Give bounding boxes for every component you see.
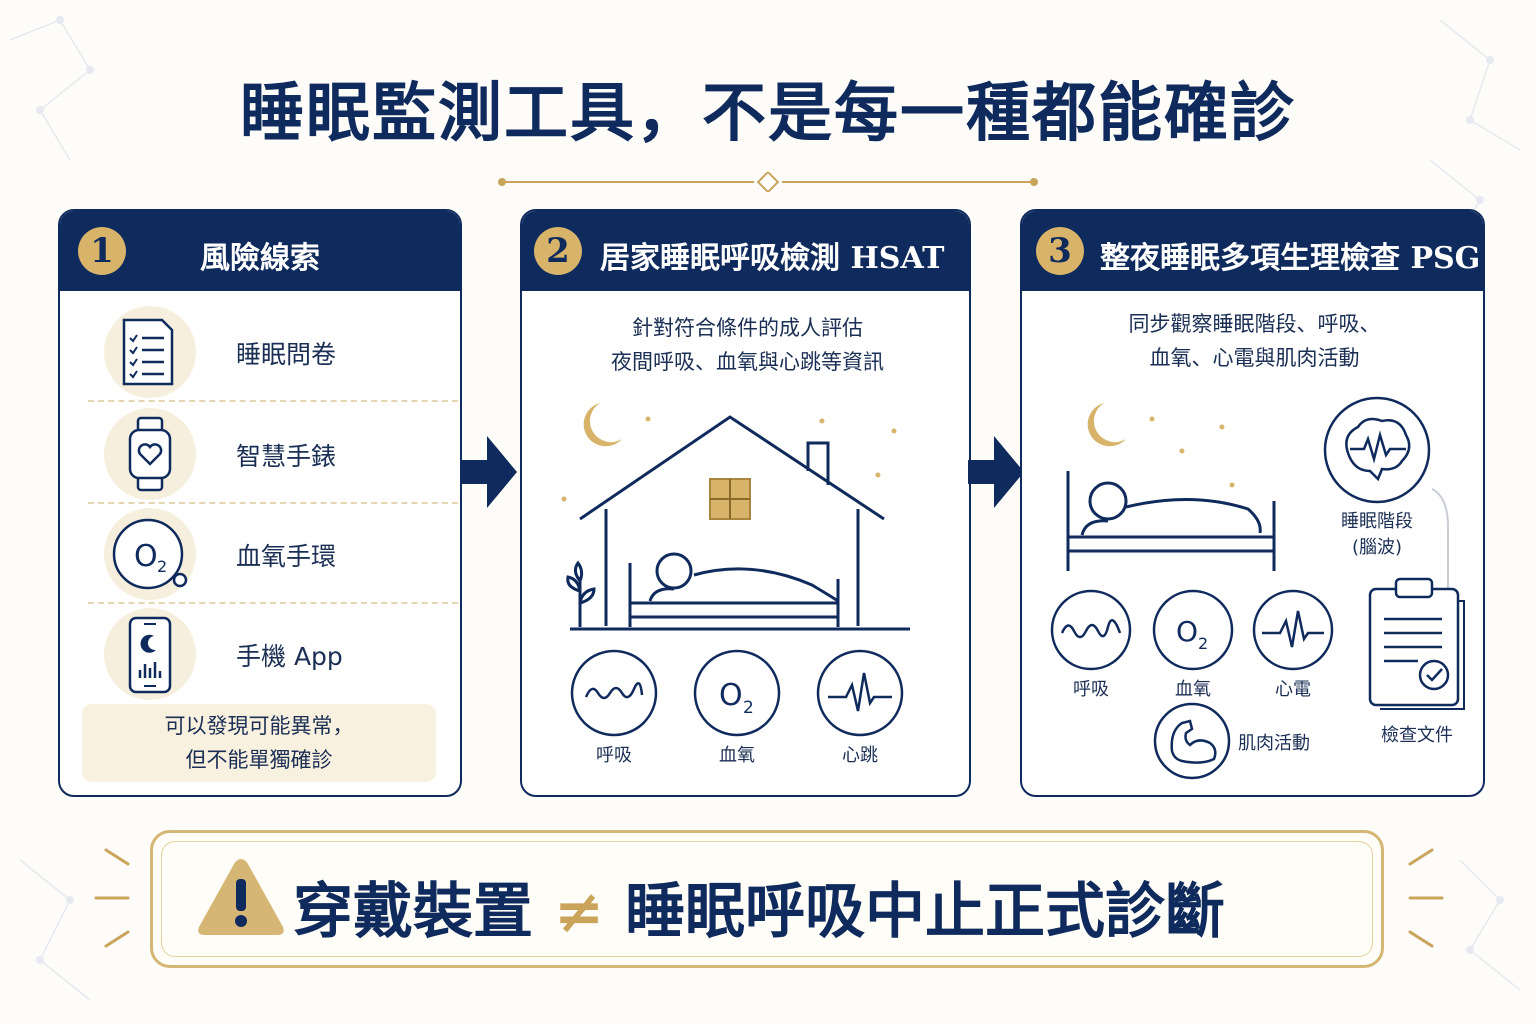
smartwatch-icon (128, 416, 172, 492)
description-line: 針對符合條件的成人評估 (632, 316, 863, 340)
panel-psg: 3 整夜睡眠多項生理檢查 PSG 同步觀察睡眠階段、呼吸、 血氧、心電與肌肉活動… (1020, 209, 1485, 797)
bed-illustration (1066, 403, 1276, 571)
not-equal-symbol: ≠ (553, 877, 605, 947)
list-item: 手機 App (88, 605, 458, 703)
document-label: 檢查文件 (1381, 725, 1453, 746)
metric-label: 心電 (1275, 679, 1311, 700)
brain-label: 睡眠階段 (腦波) (1314, 509, 1440, 561)
breathing-wave-icon (1050, 589, 1132, 671)
arrow-right-icon (461, 436, 517, 508)
banner-left-text: 穿戴裝置 (293, 877, 533, 947)
left-rays-decoration (94, 848, 130, 948)
metric-label: 呼吸 (1073, 679, 1109, 700)
item-label: 手機 App (236, 642, 343, 671)
svg-text:O: O (719, 678, 743, 713)
divider (88, 602, 458, 604)
svg-text:2: 2 (157, 557, 167, 576)
breathing-wave-icon (570, 649, 658, 737)
metric-label: 血氧 (719, 745, 755, 766)
arrow-right-icon (968, 436, 1024, 508)
panel-header: 1 風險線索 (60, 211, 460, 291)
panel-description: 同步觀察睡眠階段、呼吸、 血氧、心電與肌肉活動 (1022, 307, 1483, 375)
panel-note: 可以發現可能異常， 但不能單獨確診 (82, 704, 436, 782)
description-line: 血氧、心電與肌肉活動 (1149, 346, 1360, 370)
warning-icon (198, 859, 284, 935)
home-sleep-illustration (561, 403, 910, 631)
panel-number: 2 (534, 227, 582, 275)
svg-text:O: O (1176, 615, 1198, 648)
panel-risk-clues: 1 風險線索 睡眠問卷 智慧手錶 O 2 血氧手環 (58, 209, 462, 797)
list-item: O 2 血氧手環 (88, 505, 458, 603)
right-rays-decoration (1408, 848, 1444, 948)
metric-label: 心跳 (842, 745, 878, 766)
description-line: 夜間呼吸、血氧與心跳等資訊 (611, 350, 884, 374)
muscle-label: 肌肉活動 (1238, 733, 1310, 754)
muscle-icon (1153, 702, 1231, 780)
svg-text:2: 2 (743, 698, 754, 718)
item-label: 睡眠問卷 (236, 340, 337, 369)
ecg-icon (1252, 589, 1334, 671)
note-line: 可以發現可能異常， (164, 714, 354, 738)
page-title: 睡眠監測工具，不是每一種都能確診 (240, 76, 1296, 151)
metric-label: 呼吸 (596, 745, 632, 766)
note-line: 但不能單獨確診 (185, 748, 333, 772)
brain-label-line: 睡眠階段 (1341, 511, 1413, 532)
list-item: 智慧手錶 (88, 405, 458, 503)
title-divider (498, 172, 1038, 192)
list-item: 睡眠問卷 (88, 303, 458, 401)
panel-title: 風險線索 (200, 241, 320, 276)
connector-line (1431, 488, 1449, 597)
item-label: 智慧手錶 (236, 442, 337, 471)
questionnaire-icon (122, 318, 174, 386)
document-clipboard-icon (1368, 577, 1465, 710)
description-line: 同步觀察睡眠階段、呼吸、 (1128, 312, 1381, 336)
banner-right-text: 睡眠呼吸中止正式診斷 (625, 877, 1226, 947)
oxygen-icon: O 2 (1152, 589, 1234, 671)
svg-text:2: 2 (1198, 634, 1208, 653)
brain-waves-icon (1323, 396, 1431, 504)
divider (88, 400, 458, 402)
oximeter-ring-icon: O 2 (112, 518, 188, 590)
phone-app-icon (128, 616, 172, 694)
warning-banner: 穿戴裝置 ≠ 睡眠呼吸中止正式診斷 (150, 830, 1384, 968)
svg-text:O: O (134, 539, 158, 574)
metric-label: 血氧 (1175, 679, 1211, 700)
panel-header: 3 整夜睡眠多項生理檢查 PSG (1022, 211, 1483, 291)
oxygen-icon: O 2 (693, 649, 781, 737)
panel-number: 1 (78, 227, 126, 275)
heartbeat-icon (816, 649, 904, 737)
divider (88, 502, 458, 504)
banner-text: 穿戴裝置 ≠ 睡眠呼吸中止正式診斷 (293, 863, 1353, 950)
moon-icon (583, 403, 622, 447)
panel-header: 2 居家睡眠呼吸檢測 HSAT (522, 211, 969, 291)
panel-description: 針對符合條件的成人評估 夜間呼吸、血氧與心跳等資訊 (522, 311, 969, 379)
panel-number: 3 (1036, 227, 1084, 275)
panel-hsat: 2 居家睡眠呼吸檢測 HSAT 針對符合條件的成人評估 夜間呼吸、血氧與心跳等資… (520, 209, 971, 797)
moon-icon (1087, 403, 1126, 447)
panel-title: 居家睡眠呼吸檢測 HSAT (600, 241, 945, 276)
panel-title: 整夜睡眠多項生理檢查 PSG (1100, 241, 1481, 276)
item-label: 血氧手環 (236, 542, 337, 571)
brain-label-line: (腦波) (1351, 537, 1403, 558)
